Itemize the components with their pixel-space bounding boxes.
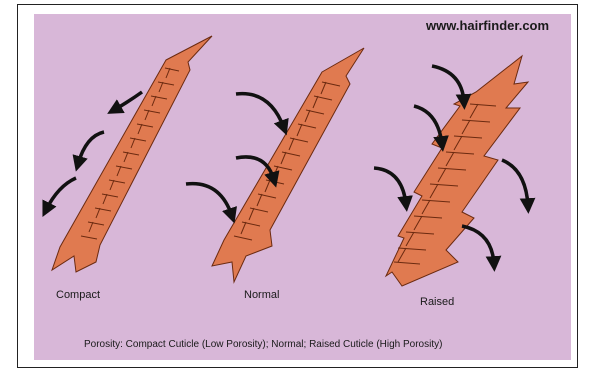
watermark-url: www.hairfinder.com <box>426 18 549 33</box>
label-normal: Normal <box>244 289 279 301</box>
label-raised: Raised <box>420 296 454 308</box>
label-compact: Compact <box>56 289 100 301</box>
figure-caption: Porosity: Compact Cuticle (Low Porosity)… <box>84 339 442 350</box>
